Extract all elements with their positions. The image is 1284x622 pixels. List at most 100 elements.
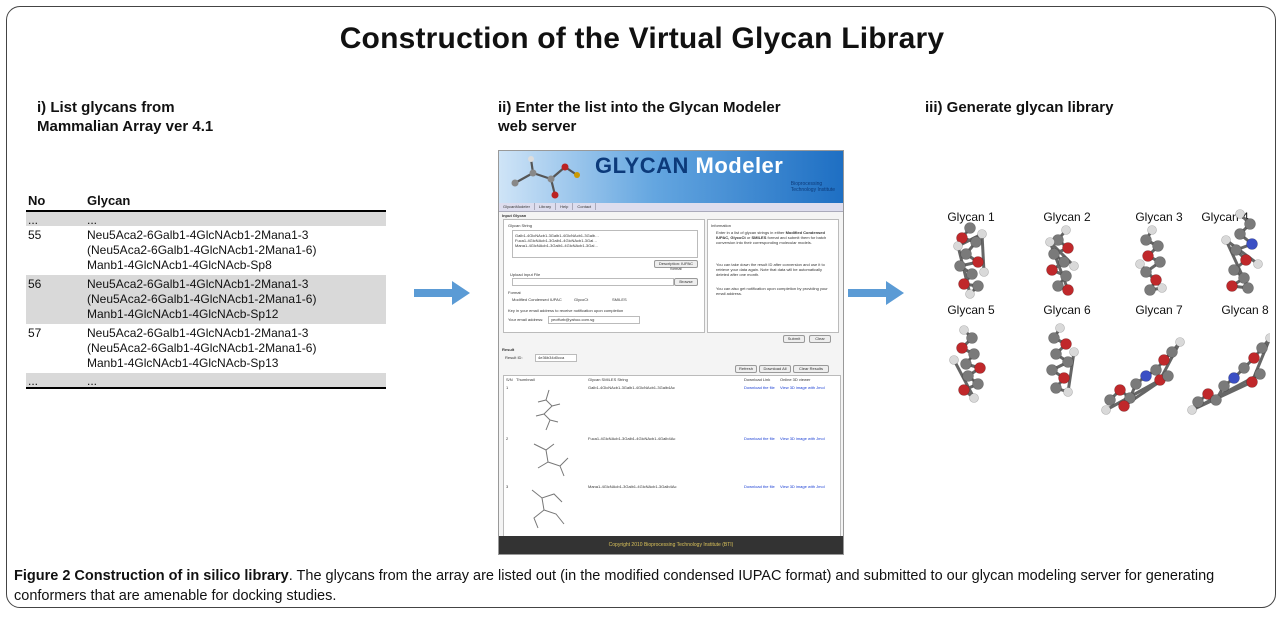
clear-button[interactable]: Clear <box>809 335 831 343</box>
atom <box>1246 376 1258 388</box>
atom <box>1069 261 1079 271</box>
col-download: Download Link <box>744 377 771 382</box>
atom <box>972 280 984 292</box>
email-input[interactable]: yeoffurb@yahoo.com.sg <box>548 316 640 324</box>
table-header: No Glycan <box>26 190 386 212</box>
molecule-logo-icon <box>511 156 580 199</box>
atom <box>966 268 978 280</box>
download-link[interactable]: Download the file <box>744 436 775 441</box>
row-glycan: Neu5Aca2-6Galb1-4GlcNAcb1-2Mana1-3 (Neu5… <box>87 277 386 322</box>
download-link[interactable]: Download the file <box>744 484 775 489</box>
atom <box>972 378 984 390</box>
atom <box>1228 264 1240 276</box>
ellipsis-cell: ... <box>28 374 39 388</box>
atom <box>1158 354 1170 366</box>
glycan-label: Glycan 5 <box>947 303 995 317</box>
atom <box>1142 250 1154 262</box>
atom <box>1046 264 1058 276</box>
atom <box>960 248 972 260</box>
glycan-line: Neu5Aca2-6Galb1-4GlcNAcb1-2Mana1-3 <box>87 228 309 242</box>
atom <box>977 229 987 239</box>
atom <box>1050 382 1062 394</box>
atom <box>954 260 966 272</box>
atom <box>1114 384 1126 396</box>
jmol-view-link[interactable]: View 3D image with Jmol <box>780 436 825 441</box>
glycan-model-7 <box>1101 337 1185 415</box>
atom <box>1152 240 1164 252</box>
jmol-view-link[interactable]: View 3D image with Jmol <box>780 484 825 489</box>
logo-text-a: GLYCAN <box>595 153 689 178</box>
glycan-label: Glycan 2 <box>1043 210 1091 224</box>
glycan-line: Neu5Aca2-6Galb1-4GlcNAcb1-2Mana1-3 <box>87 326 309 340</box>
result-id-input[interactable]: 4e36b34d0cca <box>535 354 577 362</box>
atom <box>1050 348 1062 360</box>
format-option-smiles[interactable]: SMILES <box>612 297 627 302</box>
glycan-label: Glycan 7 <box>1135 303 1183 317</box>
result-sn: 2 <box>506 436 509 441</box>
col-sn: S/N <box>506 377 513 382</box>
step-1-line-2: Mammalian Array ver 4.1 <box>37 118 214 135</box>
atom <box>1218 380 1230 392</box>
figure-caption: Figure 2 Construction of in silico libra… <box>14 566 1270 606</box>
atom <box>1234 228 1246 240</box>
molecule-thumbnail-icon <box>535 389 561 431</box>
glycan-line: (Neu5Aca2-6Galb1-4GlcNAcb1-2Mana1-6) <box>87 243 317 257</box>
clear-results-button[interactable]: Clear Results <box>793 365 829 373</box>
browse-button[interactable]: Browse <box>674 278 698 286</box>
download-all-button[interactable]: Download All <box>759 365 791 373</box>
download-link[interactable]: Download the file <box>744 385 775 390</box>
atom <box>966 332 978 344</box>
atom <box>1147 225 1157 235</box>
info-text: Enter in a list of glycan strings in eit… <box>716 230 786 235</box>
glycan-model-2 <box>1045 225 1079 296</box>
atom <box>1101 405 1111 415</box>
glycan-model-3 <box>1135 225 1167 296</box>
atom <box>974 362 986 374</box>
arrow-right-icon <box>848 281 904 305</box>
glycan-model-8 <box>1187 333 1270 415</box>
atom <box>1061 225 1071 235</box>
information-panel: Information Enter in a list of glycan st… <box>707 219 839 333</box>
row-no: 57 <box>28 326 42 340</box>
result-smiles: Galb1-4GlcNAcb1-3Galb1-4GlcNAcb1-3Galb4A… <box>588 385 675 390</box>
atom <box>1265 333 1270 343</box>
row-glycan: Neu5Aca2-6Galb1-4GlcNAcb1-2Mana1-3 (Neu5… <box>87 326 386 371</box>
tab-contact[interactable]: Contact <box>573 203 597 210</box>
format-option-iupac[interactable]: Modified Condensed IUPAC <box>512 297 562 302</box>
atom <box>1157 283 1167 293</box>
atom <box>1063 387 1073 397</box>
upload-input[interactable] <box>512 278 674 286</box>
figure-title: Construction of the Virtual Glycan Libra… <box>339 22 945 55</box>
glycan-string-textarea[interactable]: Galb1-4GlcNAcb1-3Galb1-4GlcNAcb1-3Galb… … <box>512 230 698 258</box>
info-text: format and submit them for batch convers… <box>716 235 827 245</box>
atom <box>1052 280 1064 292</box>
info-paragraph-2: You can take down the result ID after co… <box>716 262 825 277</box>
glycan-models <box>949 209 1270 415</box>
atom <box>1045 237 1055 247</box>
header-glycan: Glycan <box>87 192 131 208</box>
refresh-button[interactable]: Refresh <box>735 365 757 373</box>
atom <box>968 348 980 360</box>
tab-library[interactable]: Library <box>535 203 557 210</box>
atom <box>959 325 969 335</box>
table-row: 57 Neu5Aca2-6Galb1-4GlcNAcb1-2Mana1-3 (N… <box>26 324 386 373</box>
info-text-bold: SMILES <box>751 235 767 240</box>
molecule-thumbnail-icon <box>531 489 565 529</box>
submit-button[interactable]: Submit <box>783 335 805 343</box>
result-heading: Result <box>502 347 515 352</box>
caption-bold: Figure 2 Construction of in silico libra… <box>14 568 289 584</box>
tab-help[interactable]: Help <box>556 203 574 210</box>
atom <box>1210 394 1222 406</box>
atom <box>1124 392 1136 404</box>
jmol-view-link[interactable]: View 3D image with Jmol <box>780 385 825 390</box>
format-option-glycoct[interactable]: GlycoCt <box>574 297 589 302</box>
glycan-table: No Glycan ... ... 55 Neu5Aca2-6Galb1-4Gl… <box>26 190 386 389</box>
info-text-bold: Modified Condensed IUPAC, GlycoCt <box>716 230 825 240</box>
atom <box>1135 259 1145 269</box>
tab-glycanmodeler[interactable]: GlycanModeler <box>499 203 535 210</box>
atom <box>1069 347 1079 357</box>
description-button[interactable]: Description: IUPAC format <box>654 260 698 271</box>
atom <box>1150 274 1162 286</box>
info-paragraph-3: You can also get notification upon compl… <box>716 286 828 296</box>
